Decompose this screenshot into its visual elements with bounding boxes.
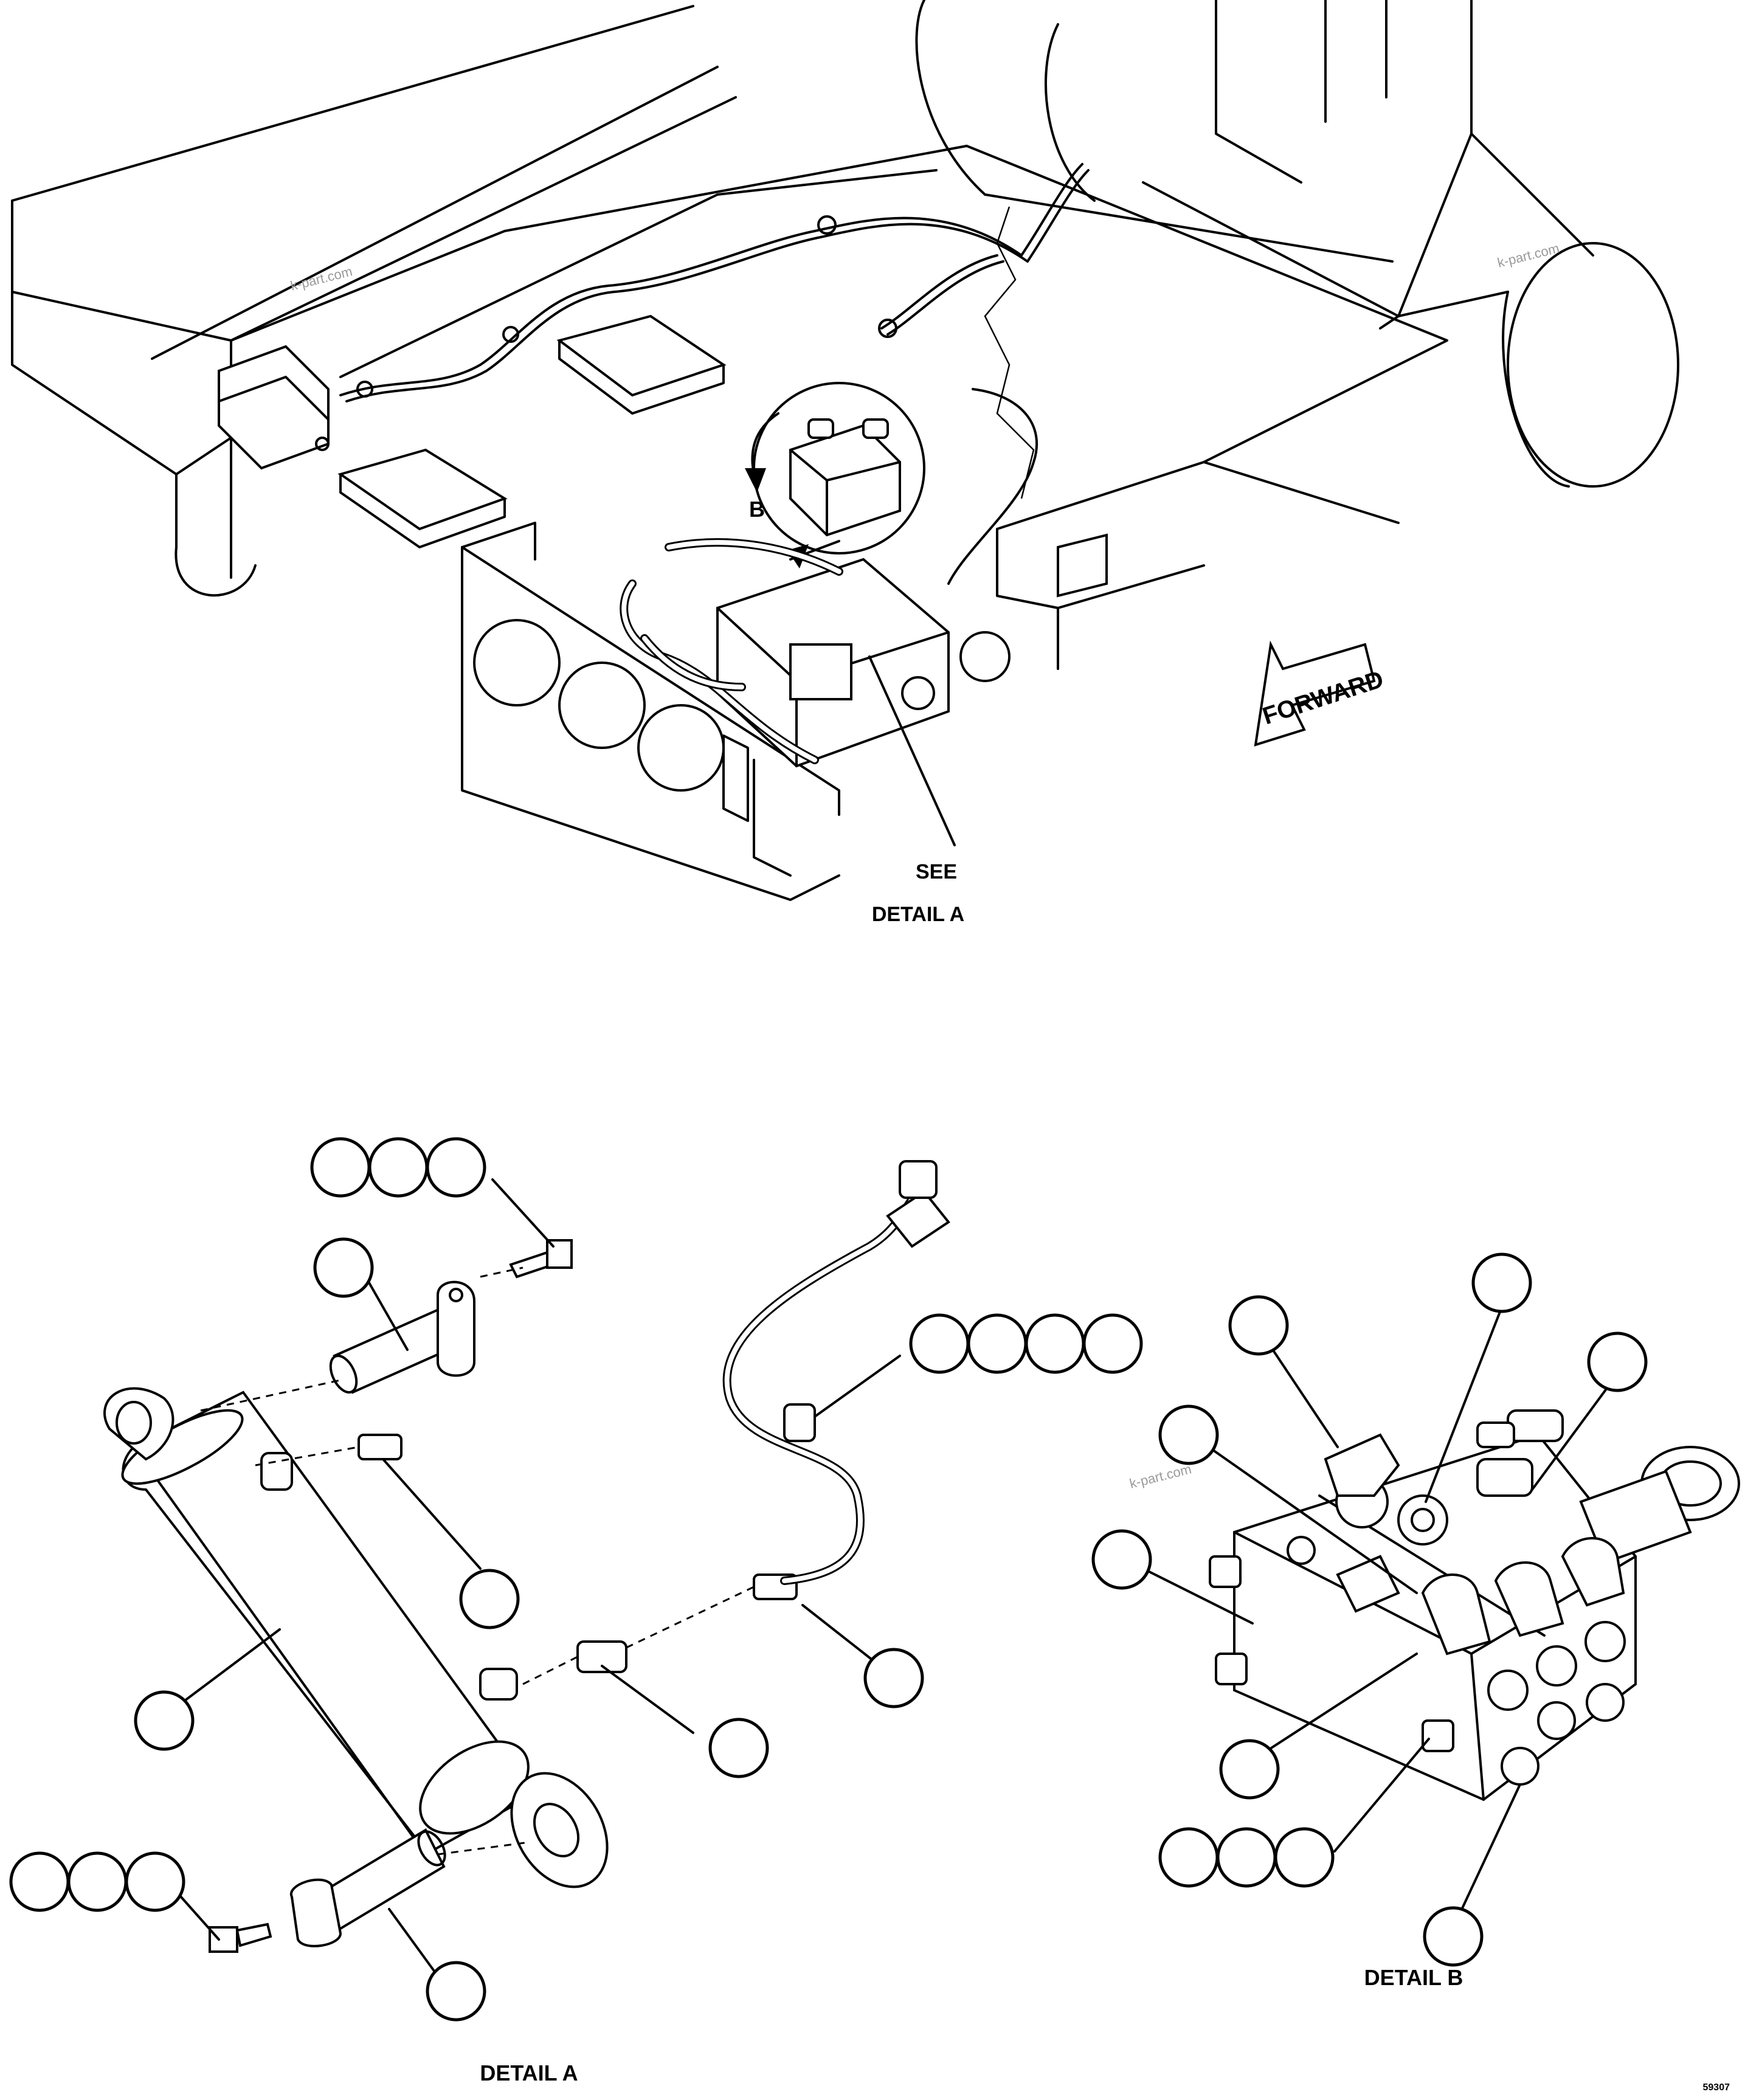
callout-balloon bbox=[1587, 1331, 1648, 1392]
callout-balloon bbox=[1025, 1313, 1085, 1374]
callout-balloon bbox=[125, 1851, 185, 1912]
callout-balloon bbox=[1471, 1252, 1532, 1313]
callout-balloon bbox=[9, 1851, 70, 1912]
callout-balloon bbox=[1158, 1827, 1219, 1888]
watermark: k-part.com bbox=[289, 263, 354, 293]
callout-balloon bbox=[67, 1851, 128, 1912]
detail-a-reference: DETAIL A bbox=[872, 903, 964, 926]
callout-balloon bbox=[134, 1690, 195, 1751]
detail-a-callouts bbox=[9, 1137, 1143, 2022]
callout-balloon bbox=[1091, 1529, 1152, 1590]
callout-balloon bbox=[1423, 1906, 1484, 1967]
callout-balloon bbox=[1082, 1313, 1143, 1374]
detail-b-callouts bbox=[1091, 1252, 1648, 1967]
callout-balloon bbox=[310, 1137, 371, 1198]
callout-balloon bbox=[863, 1648, 924, 1708]
drawing-number: 59307 bbox=[1703, 2082, 1730, 2093]
callout-balloon bbox=[368, 1137, 429, 1198]
callout-balloon bbox=[909, 1313, 970, 1374]
detail-b-title: DETAIL B bbox=[1364, 1965, 1463, 1990]
callout-balloon bbox=[1274, 1827, 1335, 1888]
callout-balloon bbox=[1228, 1295, 1289, 1356]
forward-arrow: FORWARD bbox=[1254, 640, 1387, 747]
detail-b-drawing bbox=[1142, 1306, 1740, 1922]
callout-balloon bbox=[708, 1718, 769, 1778]
callout-balloon bbox=[1219, 1739, 1280, 1800]
view-b-label: B bbox=[749, 497, 765, 522]
callout-balloon bbox=[967, 1313, 1028, 1374]
callout-balloon bbox=[426, 1961, 486, 2022]
callout-balloon bbox=[1158, 1404, 1219, 1465]
callout-balloon bbox=[313, 1237, 374, 1298]
callout-balloon bbox=[426, 1137, 486, 1198]
detail-a-title: DETAIL A bbox=[480, 2060, 578, 2085]
detail-a-drawing bbox=[103, 1160, 950, 1977]
see-label: SEE bbox=[916, 860, 957, 883]
callout-balloon bbox=[1216, 1827, 1277, 1888]
watermark: k-part.com bbox=[1128, 1461, 1193, 1491]
chassis-overview bbox=[11, 0, 1679, 901]
callout-balloon bbox=[459, 1569, 520, 1629]
watermark: k-part.com bbox=[1496, 240, 1561, 270]
